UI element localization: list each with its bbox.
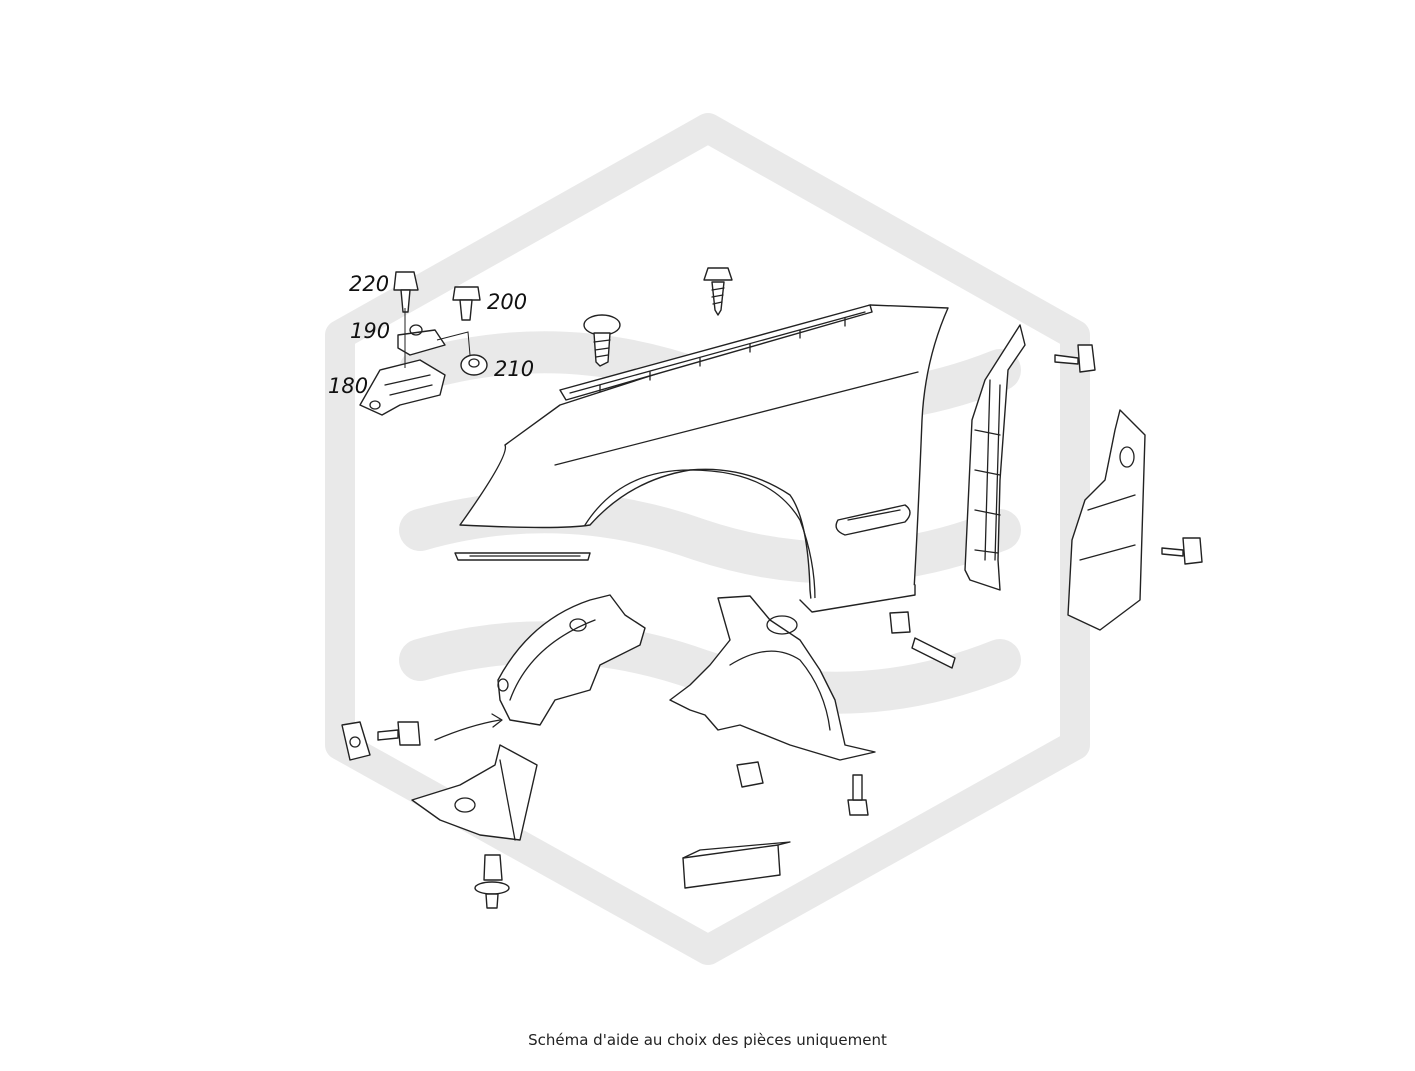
callout-label-210[interactable]: 210 (494, 357, 534, 381)
lower-liner-bracket[interactable] (411, 744, 538, 841)
bracket-190[interactable] (397, 324, 446, 356)
fender-lower-edge (799, 584, 916, 613)
bolt-fender-lower[interactable] (889, 611, 956, 669)
clip-nut-left[interactable] (341, 721, 371, 761)
fender-panel[interactable] (459, 304, 949, 613)
side-marker-light (835, 504, 911, 536)
fender-emblem (454, 552, 591, 561)
callout-label-200[interactable]: 200 (487, 290, 527, 314)
callout-label-190[interactable]: 190 (350, 319, 390, 343)
direction-arrow (434, 713, 503, 741)
nut-200[interactable] (452, 286, 481, 321)
push-clip[interactable] (583, 314, 621, 367)
callout-label-180[interactable]: 180 (328, 374, 368, 398)
bolt-220[interactable] (393, 271, 419, 313)
wheel-arch-liner-rear[interactable] (669, 595, 876, 761)
fender-screw-top[interactable] (703, 267, 733, 316)
clip-210[interactable] (460, 354, 488, 376)
side-closing-panel[interactable] (1067, 409, 1146, 631)
callout-leaders (404, 308, 471, 368)
fender-top-seal[interactable] (559, 304, 873, 401)
mounting-bracket-180[interactable] (359, 359, 446, 416)
exploded-view-svg: 220 200 190 210 180 (325, 113, 1203, 965)
foam-block[interactable] (682, 841, 791, 889)
callout-label-220[interactable]: 220 (349, 272, 389, 296)
wheel-arch-liner-front[interactable] (497, 594, 646, 726)
watermark-logo (325, 113, 1090, 965)
screw-left[interactable] (377, 721, 421, 746)
screw-rear-bottom[interactable] (847, 774, 869, 816)
bolt-lower-right[interactable] (1161, 537, 1203, 565)
bolt-upper-right[interactable] (1054, 344, 1096, 373)
plug-center[interactable] (736, 761, 764, 788)
front-bracket-panel[interactable] (964, 324, 1026, 591)
diagram-caption: Schéma d'aide au choix des pièces unique… (528, 1031, 887, 1049)
push-rivet-bottom[interactable] (474, 854, 510, 909)
